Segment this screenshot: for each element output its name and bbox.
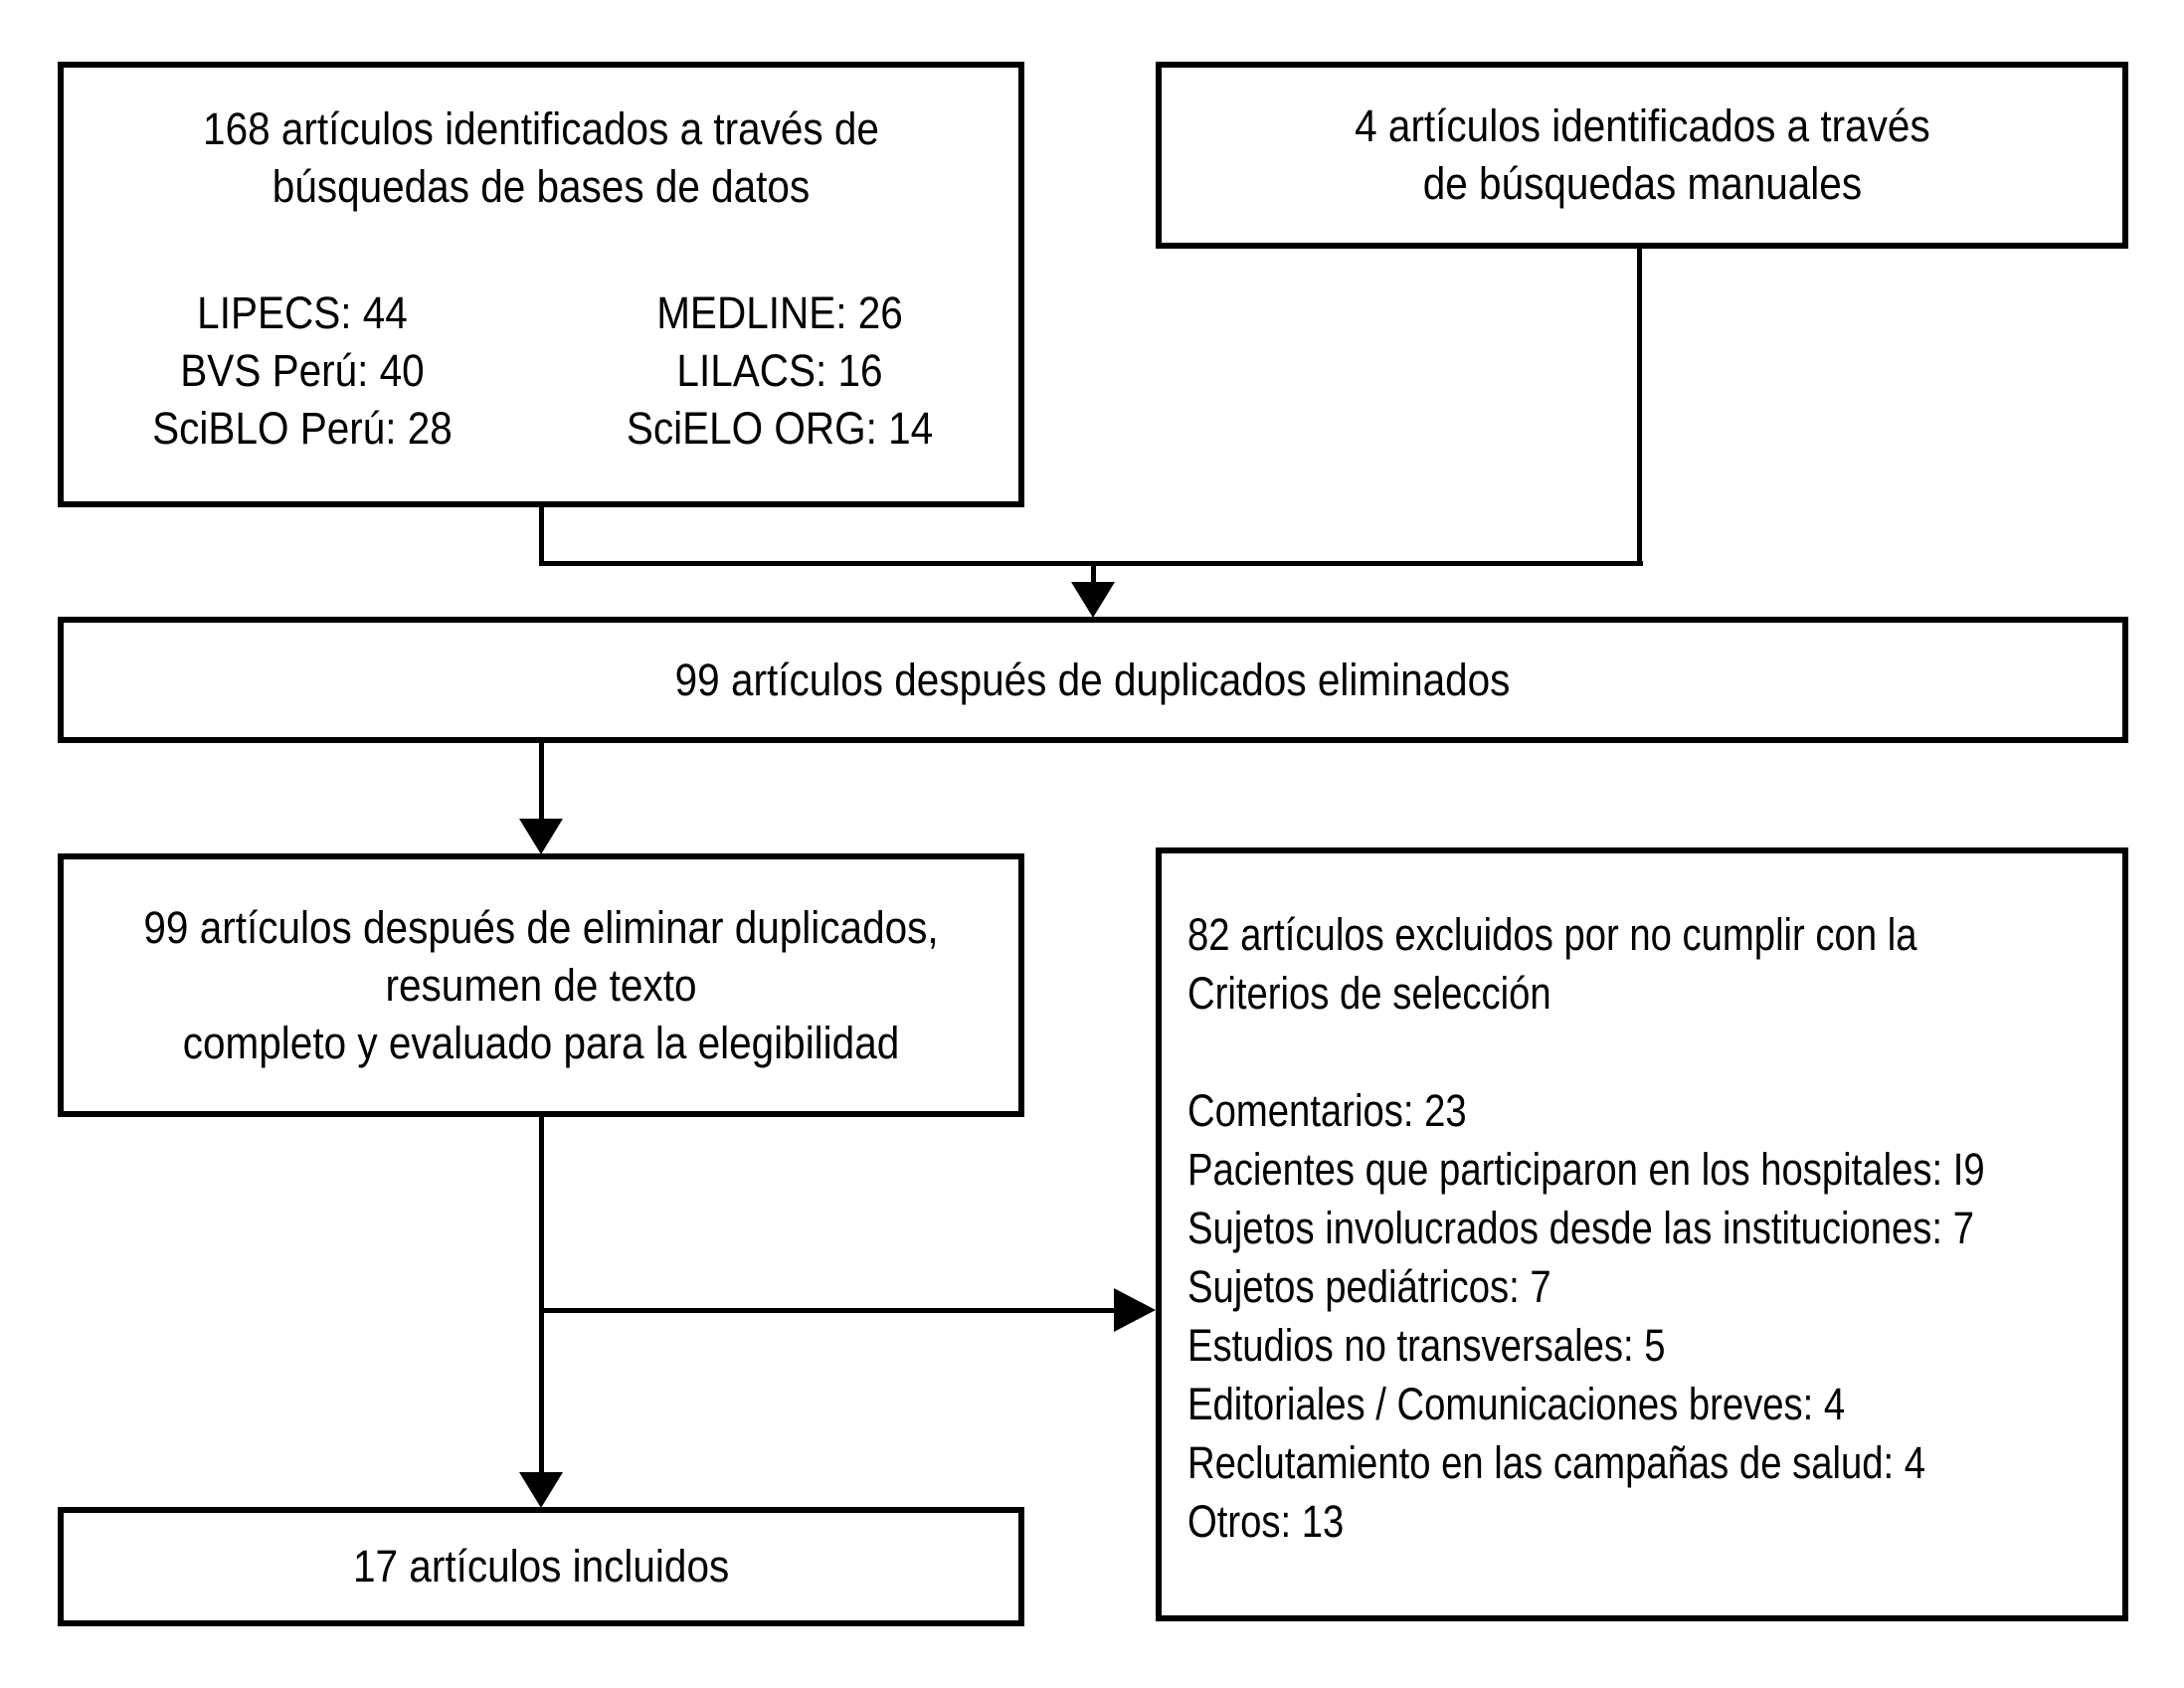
arrow-to-excluded-shaft [539, 1308, 1116, 1313]
excluded-reason: Otros: 13 [1187, 1496, 1345, 1547]
source-count: LIPECS: 44 [197, 287, 408, 338]
arrowhead-down-icon [1071, 582, 1115, 618]
excluded-reason: Pacientes que participaron en los hospit… [1187, 1144, 1985, 1195]
arrowhead-right-icon [1114, 1288, 1156, 1332]
fulltext-eligibility-line: resumen de texto [385, 959, 697, 1011]
arrowhead-down-icon [519, 1472, 563, 1508]
fulltext-eligibility-text: 99 artículos después de eliminar duplica… [143, 899, 938, 1072]
connector-manual-search-drop-line [1637, 246, 1642, 566]
excluded-reason: Comentarios: 23 [1187, 1085, 1467, 1136]
connector-database-search-drop-line [539, 505, 544, 566]
blank-line [1187, 1023, 1982, 1081]
box-fulltext-eligibility: 99 artículos después de eliminar duplica… [58, 853, 1024, 1117]
source-count: SciELO ORG: 14 [626, 403, 934, 454]
included-articles-text: 17 artículos incluidos [352, 1541, 730, 1592]
database-source-counts: LIPECS: 44 BVS Perú: 40 SciBLO Perú: 28 … [64, 284, 1018, 458]
box-database-search: 168 artículos identificados a través de … [58, 62, 1024, 507]
arrow-to-included-shaft [539, 1117, 544, 1477]
excluded-reasons-content: 82 artículos excluidos por no cumplir co… [1187, 905, 1985, 1551]
manual-search-line: 4 artículos identificados a través [1354, 100, 1930, 151]
excluded-reason: Reclutamiento en las campañas de salud: … [1187, 1437, 1926, 1488]
box-after-duplicates-removed: 99 artículos después de duplicados elimi… [58, 617, 2128, 743]
arrow-to-eligibility-shaft [539, 743, 544, 823]
after-duplicates-text: 99 artículos después de duplicados elimi… [675, 654, 1511, 705]
excluded-header-line: 82 artículos excluidos por no cumplir co… [1187, 909, 1917, 960]
source-count: MEDLINE: 26 [656, 287, 903, 338]
fulltext-eligibility-line: completo y evaluado para la elegibilidad [182, 1017, 900, 1068]
database-search-title-line: 168 artículos identificados a través de [203, 103, 879, 154]
box-manual-search: 4 artículos identificados a través de bú… [1156, 62, 2128, 249]
source-counts-column-right: MEDLINE: 26 LILACS: 16 SciELO ORG: 14 [565, 284, 995, 458]
excluded-reason: Estudios no transversales: 5 [1187, 1320, 1666, 1371]
arrow-to-deduplicated-shaft [1091, 563, 1096, 589]
manual-search-text: 4 artículos identificados a través de bú… [1355, 97, 1930, 213]
box-excluded-reasons: 82 artículos excluidos por no cumplir co… [1156, 847, 2128, 1621]
box-included-articles: 17 artículos incluidos [58, 1507, 1024, 1626]
fulltext-eligibility-line: 99 artículos después de eliminar duplica… [143, 901, 939, 953]
arrowhead-down-icon [519, 819, 563, 854]
manual-search-line: de búsquedas manuales [1422, 158, 1862, 209]
source-count: BVS Perú: 40 [180, 345, 425, 396]
database-search-title-line: búsquedas de bases de datos [272, 161, 811, 212]
database-search-title: 168 artículos identificados a través de … [111, 100, 971, 216]
excluded-reason: Sujetos pediátricos: 7 [1187, 1261, 1551, 1312]
excluded-header-line: Criterios de selección [1187, 968, 1551, 1019]
excluded-reason: Editoriales / Comunicaciones breves: 4 [1187, 1379, 1846, 1429]
excluded-reason: Sujetos involucrados desde las instituci… [1187, 1203, 1974, 1253]
source-counts-column-left: LIPECS: 44 BVS Perú: 40 SciBLO Perú: 28 [88, 284, 517, 458]
source-count: SciBLO Perú: 28 [152, 403, 453, 454]
source-count: LILACS: 16 [676, 345, 883, 396]
